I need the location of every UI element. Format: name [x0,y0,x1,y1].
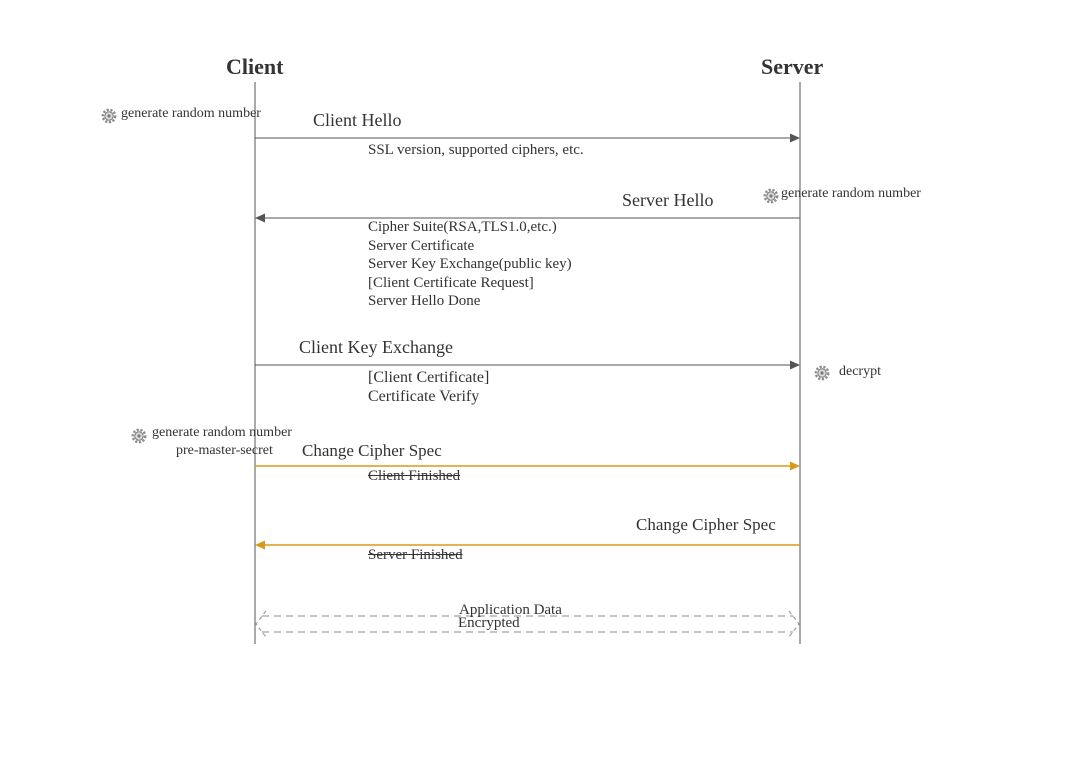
server-change-cipher-label: Change Cipher Spec [636,515,776,534]
application-data-encrypted-label: Encrypted [458,615,520,631]
server-hello-detail-line: Cipher Suite(RSA,TLS1.0,etc.) [368,219,557,235]
server-hello-detail-line: Server Key Exchange(public key) [368,256,572,272]
client-finished-label: Client Finished [368,468,461,484]
client-random-note-2: generate random number [152,425,292,440]
server-hello-details: Cipher Suite(RSA,TLS1.0,etc.) Server Cer… [368,218,572,311]
server-random-note: generate random number [781,186,921,201]
client-hello-detail: SSL version, supported ciphers, etc. [368,142,584,158]
server-hello-arrowhead [255,213,265,223]
client-actor-label: Client [226,54,284,79]
pre-master-secret-note: pre-master-secret [176,443,273,458]
client-key-exchange-arrowhead [790,360,800,370]
server-finished-label: Server Finished [368,547,463,563]
client-change-cipher-label: Change Cipher Spec [302,441,442,460]
application-data-arrow [255,610,800,638]
gear-icon [101,108,117,124]
client-hello-arrowhead [790,133,800,143]
server-hello-detail-line: Server Certificate [368,237,475,254]
server-decrypt-note: decrypt [839,364,881,379]
client-key-exchange-label: Client Key Exchange [299,337,453,357]
server-hello-label: Server Hello [622,190,714,210]
client-key-exchange-detail-line: Certificate Verify [368,388,480,405]
client-random-note: generate random number [121,106,261,121]
server-change-cipher-arrowhead [255,540,265,550]
server-hello-detail-line: [Client Certificate Request] [368,274,534,291]
client-change-cipher-arrowhead [790,461,800,471]
client-key-exchange-detail-line: [Client Certificate] [368,369,490,386]
server-hello-detail-line: Server Hello Done [368,293,481,309]
gear-icon [763,188,779,204]
client-key-exchange-details: [Client Certificate] Certificate Verify [368,368,489,406]
server-actor-label: Server [761,54,824,79]
gear-icon [131,428,147,444]
gear-icon [814,365,830,381]
application-data-label: Application Data [459,602,562,618]
client-hello-label: Client Hello [313,110,402,130]
